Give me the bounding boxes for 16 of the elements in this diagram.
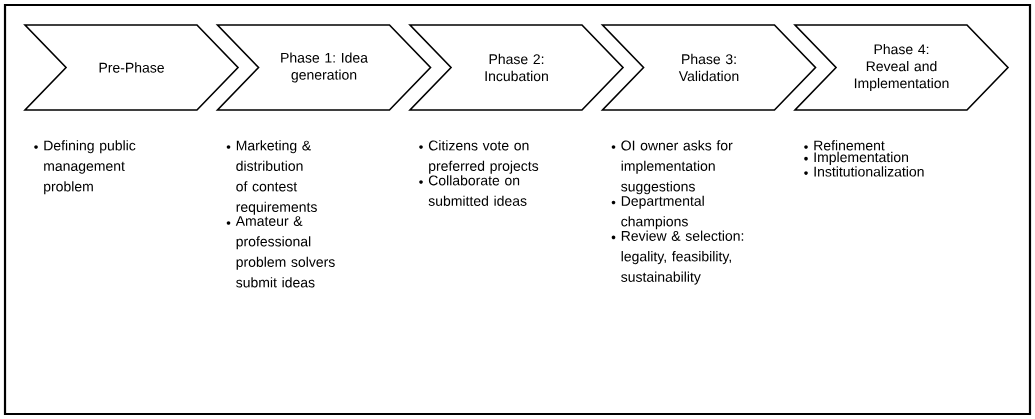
phase-banner: Pre-Phase [23,24,240,111]
bullet-item: Departmental champions [611,195,704,230]
bullet-item: OI owner asks for implementation suggestions [611,140,733,195]
bullet-item: Institutionalization [804,166,924,177]
phase-banner: Phase 3: Validation [600,24,817,111]
bullet-item: Review & selection: legality, feasibility, sustainability [611,230,744,285]
phase-banner: Phase 4: Reveal and Implementation [793,24,1010,111]
bullet-item: Amateur & professional problem solvers submit ideas [226,216,335,288]
bullet-item: Implementation [804,151,908,165]
phase-banner: Phase 1: Idea generation [215,24,432,111]
bullet-item: Collaborate on submitted ideas [419,175,527,206]
phase-banner: Phase 2: Incubation [408,24,625,111]
bullet-item: Marketing & distribution of contest requirements [226,140,317,215]
bullet-item: Refinement [804,140,885,151]
bullet-item: Defining public management problem [34,140,136,195]
bullet-item: Citizens vote on preferred projects [419,140,539,174]
